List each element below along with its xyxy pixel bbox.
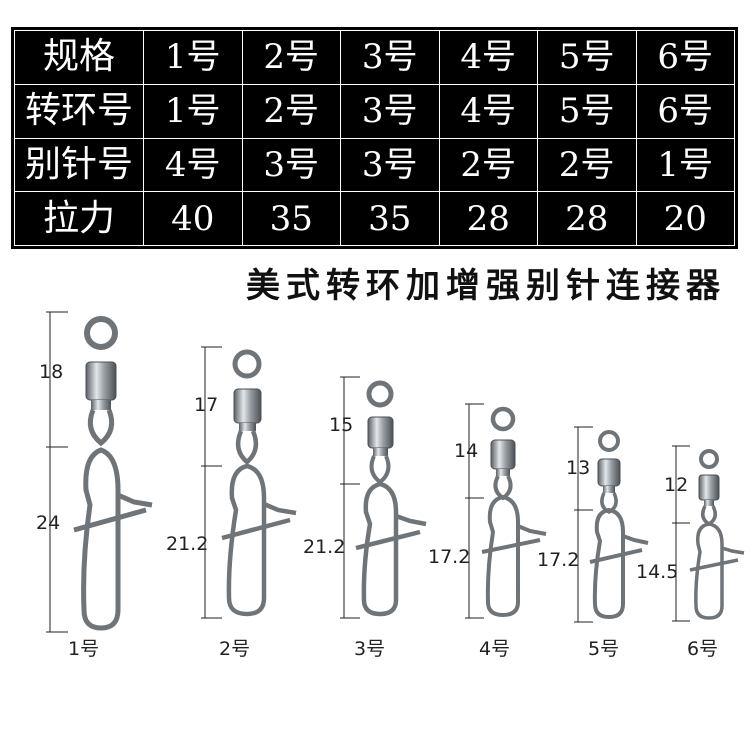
table-cell: 3号 xyxy=(340,137,440,193)
table-cell: 3号 xyxy=(340,30,440,85)
table-cell: 2号 xyxy=(537,137,637,193)
model-label: 4号 xyxy=(479,638,511,660)
table-cell: 4号 xyxy=(438,83,538,139)
table-cell: 5号 xyxy=(537,83,637,139)
table-row: 拉力 40 35 35 28 28 20 xyxy=(14,191,735,246)
swivel-length-label: 14 xyxy=(454,440,479,462)
pin-length-label: 21.2 xyxy=(303,536,346,558)
pin-length-label: 21.2 xyxy=(166,533,209,555)
table-cell: 4号 xyxy=(143,137,243,193)
snap-pin xyxy=(689,522,745,620)
dimension-lines xyxy=(672,445,690,622)
dimension-lines xyxy=(574,426,593,623)
table-row: 别针号 4号 3号 3号 2号 2号 1号 xyxy=(14,137,735,193)
spec-table: 规格 1号 2号 3号 4号 5号 6号 转环号 1号 2号 3号 4号 5号 … xyxy=(11,27,738,249)
row-label: 拉力 xyxy=(14,191,144,246)
model-label: 6号 xyxy=(687,638,719,660)
pin-length-label: 17.2 xyxy=(428,546,471,568)
table-row: 转环号 1号 2号 3号 4号 5号 6号 xyxy=(14,83,735,139)
swivel-length-label: 12 xyxy=(664,474,689,496)
table-cell: 6号 xyxy=(635,30,735,85)
swivel-length-label: 17 xyxy=(194,394,219,416)
table-cell: 2号 xyxy=(438,137,538,193)
model-label: 5号 xyxy=(588,638,620,660)
dimension-lines xyxy=(201,346,222,619)
model-label: 1号 xyxy=(68,638,100,660)
model-label: 3号 xyxy=(354,638,386,660)
connector-3 xyxy=(340,376,427,619)
table-cell: 4号 xyxy=(438,30,538,85)
table-cell: 2号 xyxy=(241,83,341,139)
connector-2 xyxy=(201,346,297,619)
table-cell: 2号 xyxy=(241,30,341,85)
snap-pin xyxy=(355,481,427,617)
swivel xyxy=(84,316,118,447)
dimension-lines xyxy=(340,376,360,619)
connector-1 xyxy=(46,311,153,633)
swivel-length-label: 15 xyxy=(329,414,354,436)
connector-5 xyxy=(574,426,649,623)
table-cell: 28 xyxy=(438,191,538,246)
table-cell: 35 xyxy=(340,191,440,246)
model-label: 2号 xyxy=(219,638,251,660)
snap-pin xyxy=(73,447,153,631)
pin-length-label: 14.5 xyxy=(636,561,679,583)
swivel xyxy=(597,430,621,514)
table-cell: 40 xyxy=(143,191,243,246)
swivel xyxy=(366,380,394,485)
swivel-length-label: 13 xyxy=(566,457,591,479)
table-cell: 1号 xyxy=(635,137,735,193)
product-title: 美式转环加增强别针连接器 xyxy=(246,266,726,306)
table-cell: 1号 xyxy=(143,83,243,139)
table-cell: 20 xyxy=(635,191,735,246)
table-cell: 28 xyxy=(537,191,637,246)
swivel xyxy=(698,449,720,527)
dimension-lines xyxy=(465,403,484,619)
table-cell: 5号 xyxy=(537,30,637,85)
pin-length-label: 24 xyxy=(36,512,61,534)
dimension-lines xyxy=(46,311,68,633)
snap-pin xyxy=(221,463,297,617)
table-cell: 35 xyxy=(241,191,341,246)
swivel xyxy=(490,406,516,501)
row-label: 别针号 xyxy=(14,137,144,193)
table-cell: 3号 xyxy=(340,83,440,139)
swivel-length-label: 18 xyxy=(39,361,64,383)
connector-6 xyxy=(672,445,745,622)
connector-4 xyxy=(465,403,547,619)
snap-pin xyxy=(589,507,649,620)
row-label: 转环号 xyxy=(14,83,144,139)
pin-length-label: 17.2 xyxy=(537,549,580,571)
swivel xyxy=(232,349,262,465)
snap-pin xyxy=(481,494,547,618)
